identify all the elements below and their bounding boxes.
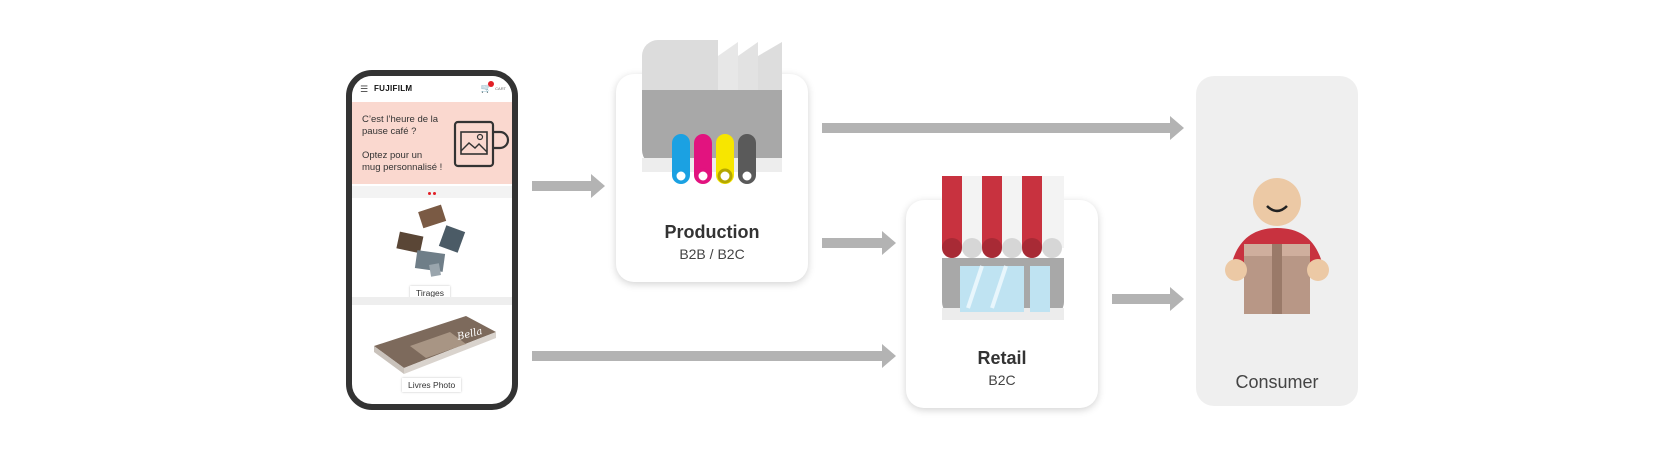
brand-logo: FUJIFILM [374, 84, 413, 93]
arrow-retail-to-consumer [1112, 287, 1184, 311]
arrow-production-to-retail [822, 231, 896, 255]
photo-books-label: Livres Photo [402, 378, 462, 392]
photo-book-image: Bella [374, 316, 496, 374]
prints-label: Tirages [410, 286, 451, 300]
banner-line-3: Optez pour un [362, 150, 423, 161]
store-icon [942, 176, 1064, 320]
consumer-person-icon [1225, 178, 1329, 314]
arrow-production-to-consumer [822, 116, 1184, 140]
cart-icon[interactable]: 🛒 [480, 83, 492, 93]
ink-cartridges [672, 134, 756, 184]
promo-banner[interactable]: C’est l’heure de la pause café ? Optez p… [352, 102, 512, 184]
carousel-dots[interactable] [352, 186, 512, 198]
phone-header: ☰ FUJIFILM 🛒 CART [352, 76, 512, 102]
factory-icon [642, 40, 782, 184]
photo-books-tile[interactable]: Bella Livres Photo [352, 306, 512, 404]
cart-badge [488, 81, 494, 87]
mug-icon [453, 120, 510, 168]
production-subtitle: B2B / B2C [679, 246, 745, 262]
banner-line-1: C’est l’heure de la [362, 114, 439, 125]
hamburger-icon[interactable]: ☰ [360, 84, 369, 94]
consumer-label: Consumer [1235, 372, 1319, 392]
prints-photo-stack [396, 204, 466, 277]
section-divider [352, 297, 512, 305]
arrow-phone-to-retail [532, 344, 896, 368]
production-title: Production [664, 222, 760, 242]
consumer-panel: Consumer [1196, 76, 1358, 406]
phone-mockup: ☰ FUJIFILM 🛒 CART C’est l’heure de la pa… [346, 70, 518, 410]
prints-tile[interactable]: Tirages [352, 200, 512, 300]
retail-subtitle: B2C [988, 372, 1016, 388]
carousel-dot[interactable] [428, 192, 431, 195]
banner-line-2: pause café ? [362, 126, 417, 137]
arrow-phone-to-production [532, 174, 605, 198]
banner-line-4: mug personnalisé ! [362, 162, 443, 173]
cart-label: CART [495, 86, 506, 91]
retail-title: Retail [977, 348, 1027, 368]
carousel-dot[interactable] [433, 192, 436, 195]
